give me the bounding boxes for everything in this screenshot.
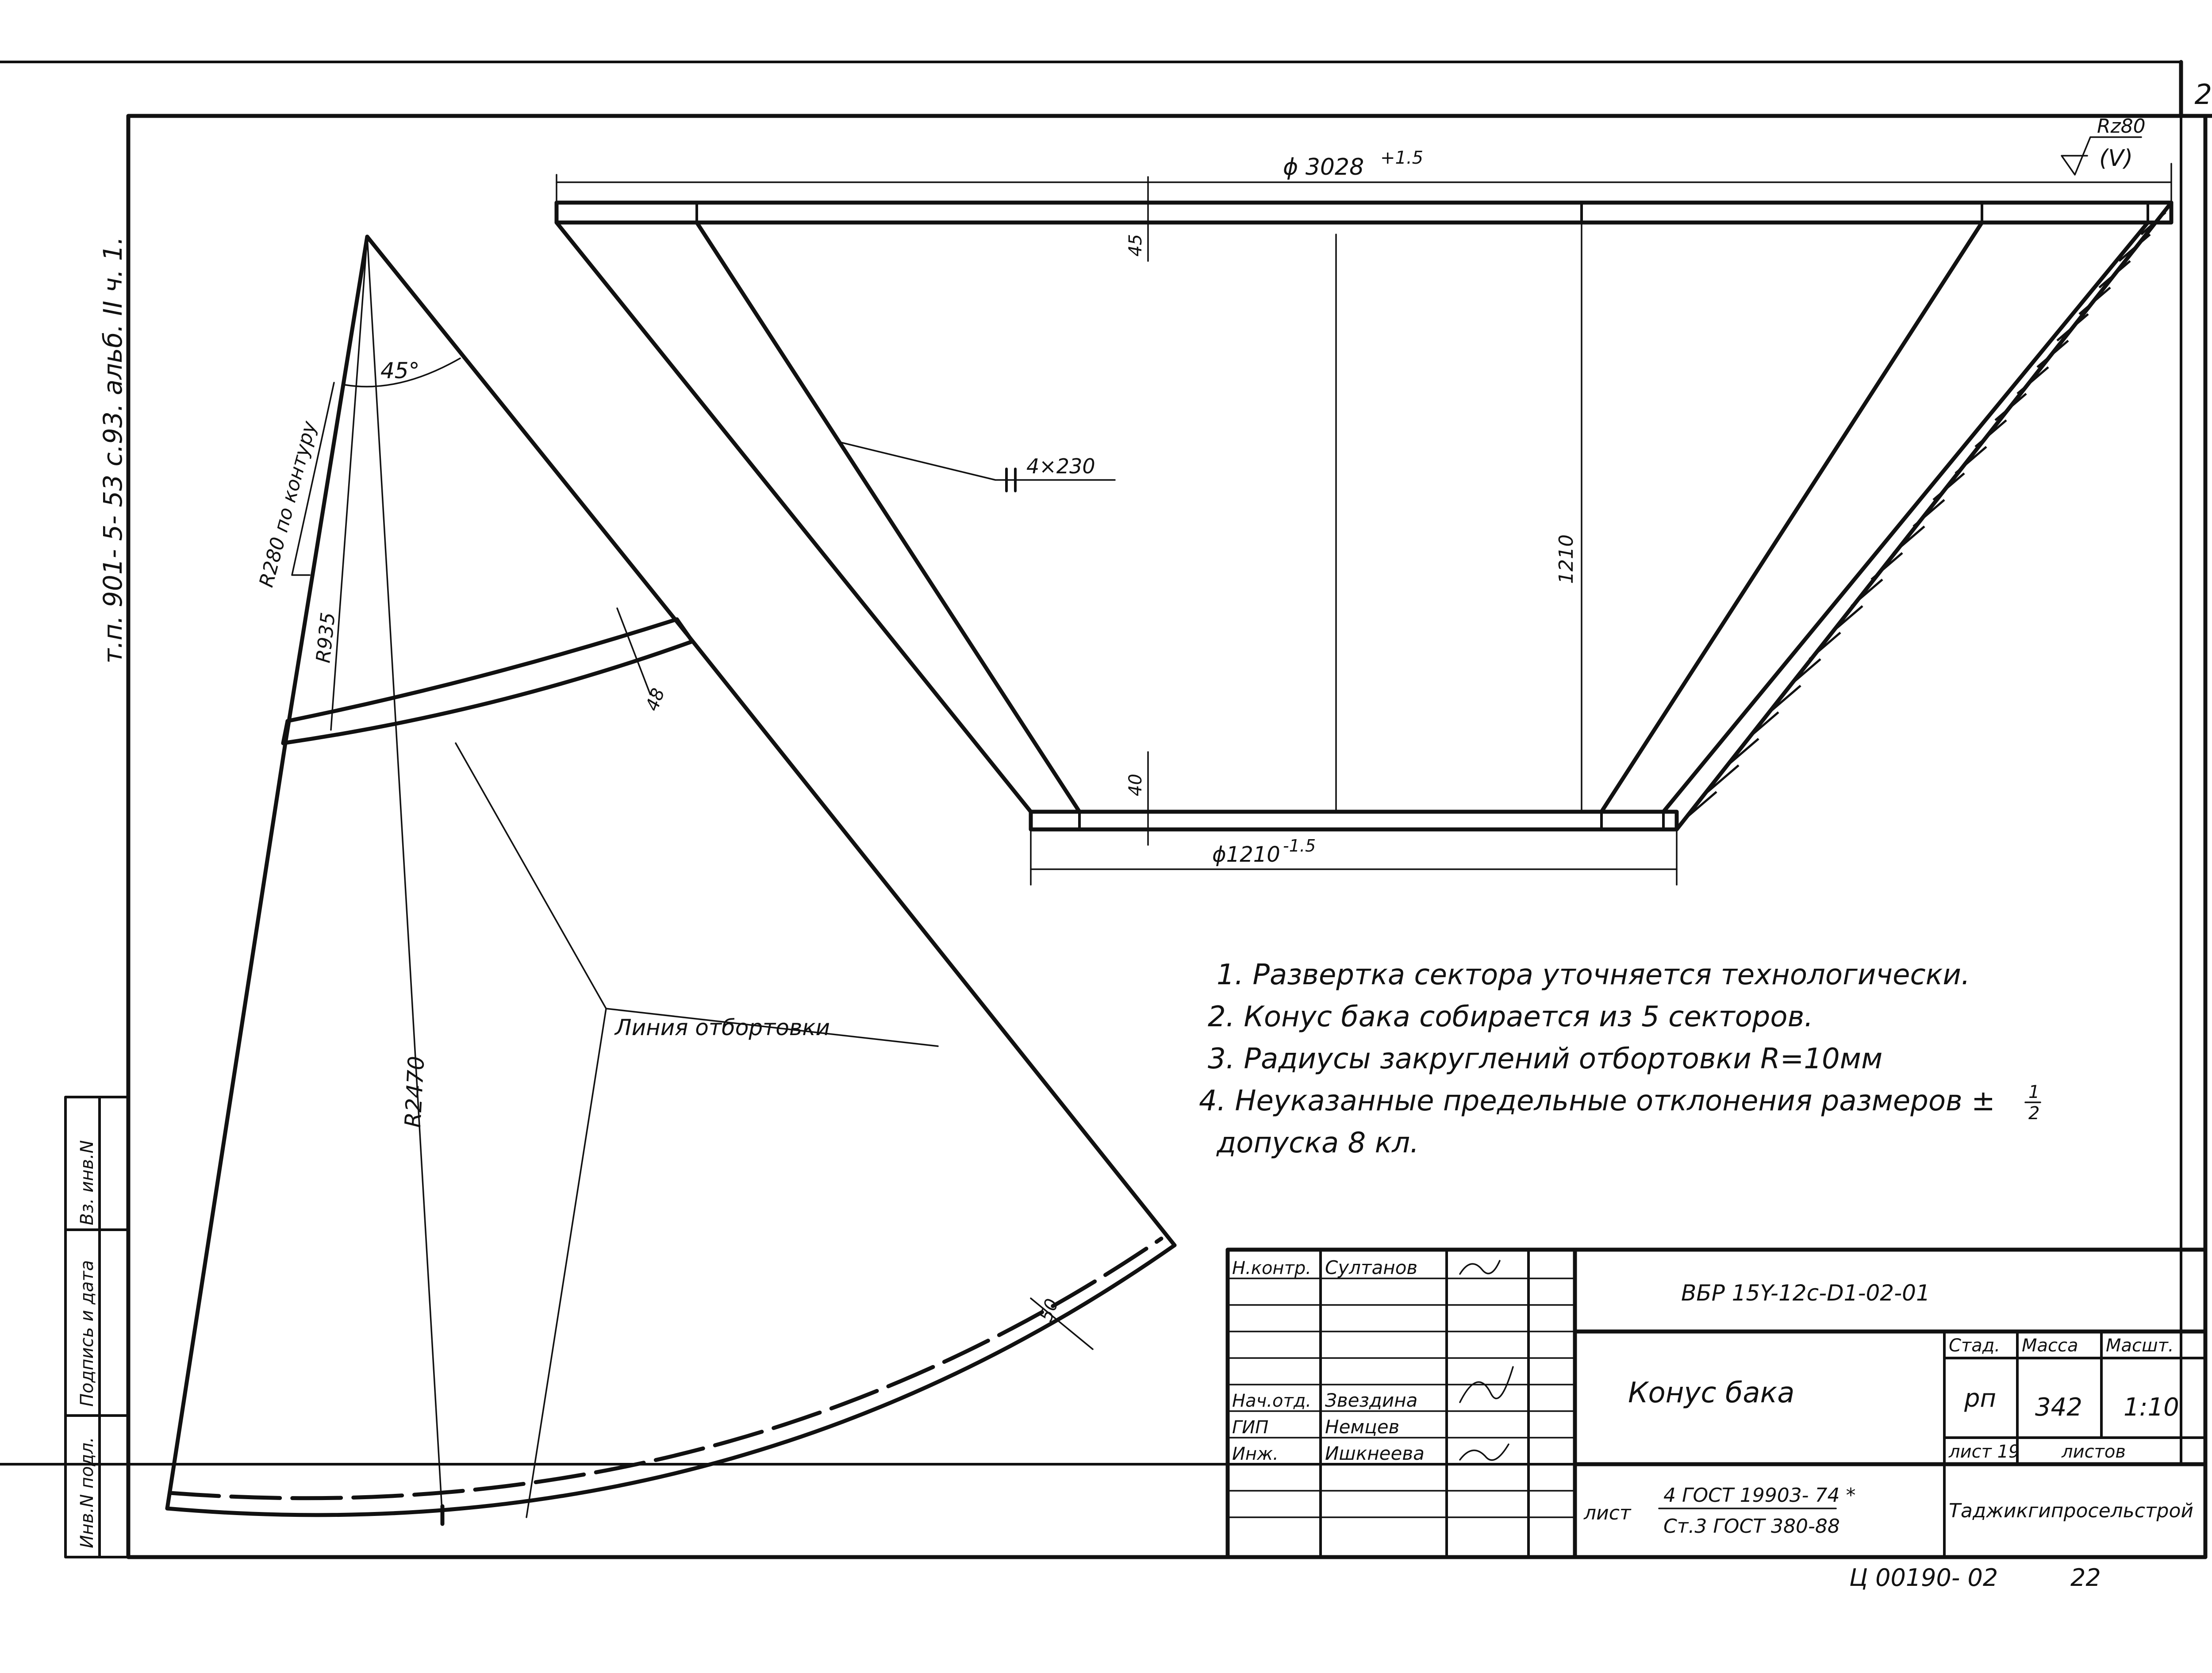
stage-value: рп [1964, 1384, 1996, 1413]
title-block[interactable] [1225, 1247, 2208, 1559]
drawing-title: Конус бака [1628, 1377, 1794, 1409]
sheet-frame [0, 60, 2212, 1559]
sheet-number: 21 [2195, 78, 2212, 111]
mass-header: Масса [2022, 1335, 2078, 1356]
bottom-diameter-tolerance: -1.5 [1283, 836, 1316, 856]
cone-section-view [554, 136, 2174, 886]
sector-angle-label: 45° [380, 358, 420, 384]
note-4: 4. Неуказанные предельные отклонения раз… [1199, 1085, 1995, 1117]
technical-notes: 1. Развертка сектора уточняется технолог… [1199, 959, 2041, 1159]
note-1: 1. Развертка сектора уточняется технолог… [1217, 959, 1970, 991]
signoff-name-3: Немцев [1325, 1416, 1399, 1438]
left-strip [64, 1096, 130, 1558]
inner-flange-width: 48 [642, 686, 669, 714]
material-top: 4 ГОСТ 19903- 74 * [1663, 1484, 1856, 1507]
material-prefix: лист [1583, 1502, 1632, 1524]
document-code: ВБР 15Y-12с-D1-02-01 [1681, 1280, 1930, 1306]
organization: Таджикгипросельстрой [1949, 1500, 2193, 1522]
sheets-label: листов [2061, 1442, 2126, 1462]
note-4-continuation: допуска 8 кл. [1216, 1127, 1419, 1159]
footer-code: Ц 00190- 02 [1849, 1564, 1998, 1592]
signoff-name-4: Ишкнеева [1325, 1443, 1425, 1464]
developed-sector-view [165, 234, 1177, 1526]
inner-radius-label: R935 [312, 611, 340, 664]
cone-height-label: 1210 [1555, 534, 1578, 584]
drawing-border [126, 114, 2208, 1559]
strip-label-vz-inv: Вз. инв.N [77, 1140, 97, 1226]
bottom-flange-thickness: 40 [1125, 774, 1146, 796]
outer-radius-label: R2470 [400, 1055, 429, 1128]
top-diameter-label: ϕ 3028 [1283, 154, 1364, 180]
signoff-role-1: Н.контр. [1232, 1258, 1311, 1278]
contour-radius-label: R280 по контуру [255, 418, 321, 590]
material-bottom: Ст.3 ГОСТ 380-88 [1663, 1515, 1840, 1538]
stiffener-label: 4×230 [1026, 454, 1095, 478]
top-flange-thickness: 45 [1125, 234, 1146, 257]
note-4-fraction-num: 1 [2028, 1082, 2039, 1102]
stage-header: Стад. [1949, 1335, 2000, 1356]
flanging-line-label: Линия отбортовки [614, 1015, 830, 1040]
roughness-symbol: (V) [2099, 145, 2133, 172]
cone-wall-hatching [1685, 211, 2166, 819]
sheet-label: лист 19 [1948, 1442, 2020, 1462]
signoff-role-4: Инж. [1232, 1444, 1279, 1464]
signoff-name-1: Султанов [1325, 1257, 1417, 1278]
roughness-value: Rz80 [2097, 115, 2146, 138]
scale-value: 1:10 [2124, 1393, 2179, 1422]
note-4-fraction-den: 2 [2028, 1103, 2039, 1124]
bottom-diameter-label: ϕ1210 [1212, 842, 1280, 867]
note-2: 2. Конус бака собирается из 5 секторов. [1208, 1001, 1813, 1033]
mass-value: 342 [2035, 1393, 2082, 1422]
side-reference: т.п. 901- 5- 53 с.93. альб. II ч. 1. [98, 237, 128, 664]
footer-page: 22 [2070, 1564, 2101, 1592]
signoff-name-2: Звездина [1325, 1389, 1417, 1411]
note-3: 3. Радиусы закруглений отбортовки R=10мм [1208, 1043, 1882, 1075]
strip-label-podpis-data: Подпись и дата [77, 1260, 97, 1407]
strip-label-inv-podl: Инв.N подл. [77, 1437, 97, 1548]
signoff-role-2: Нач.отд. [1232, 1391, 1311, 1411]
scale-header: Масшт. [2106, 1335, 2174, 1356]
signoff-role-3: ГИП [1232, 1417, 1268, 1438]
top-diameter-tolerance: +1.5 [1380, 148, 1423, 168]
